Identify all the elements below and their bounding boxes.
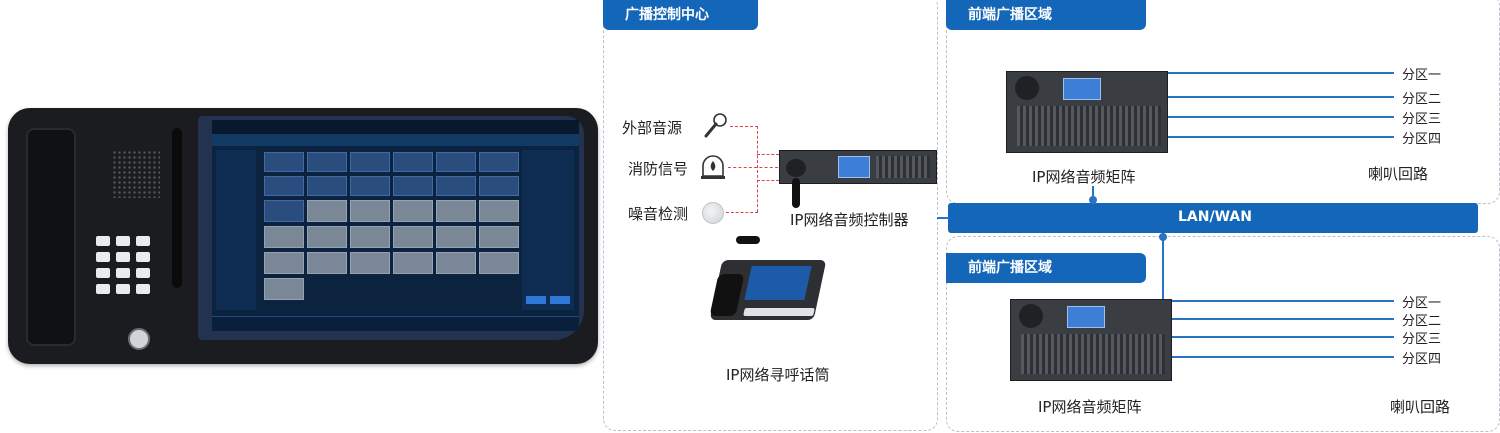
speaker-grille <box>112 150 160 198</box>
handset <box>26 128 76 346</box>
zone-top-2: 分区二 <box>1402 88 1441 107</box>
controller-to-network-line <box>937 217 949 219</box>
signal-line-fire <box>728 167 778 168</box>
matrix-top-label: IP网络音频矩阵 <box>1032 166 1135 187</box>
paging-mic-gooseneck <box>736 236 760 244</box>
console-screen <box>212 120 579 331</box>
zone-bottom-1: 分区一 <box>1402 292 1441 311</box>
zone-top-title: 前端广播区域 <box>946 0 1146 30</box>
console-knob <box>128 328 150 350</box>
zone-bottom-3: 分区三 <box>1402 328 1441 347</box>
controller-label: IP网络音频控制器 <box>790 209 908 230</box>
speaker-top-label: 喇叭回路 <box>1368 163 1428 184</box>
controller-gooseneck <box>792 178 800 208</box>
noise-sensor-icon <box>702 202 724 224</box>
gooseneck-mic <box>172 128 182 288</box>
input-label-fire-signal: 消防信号 <box>628 158 688 179</box>
matrix-bottom-to-network <box>1162 233 1164 299</box>
zone-top-1: 分区一 <box>1402 64 1441 83</box>
signal-line-noise <box>726 212 758 213</box>
matrix-bottom-label: IP网络音频矩阵 <box>1038 396 1141 417</box>
input-label-external-audio: 外部音源 <box>622 117 682 138</box>
signal-line-external-audio <box>730 126 758 127</box>
speaker-bottom-label: 喇叭回路 <box>1390 396 1450 417</box>
audio-matrix-bottom <box>1010 299 1172 381</box>
audio-matrix-top <box>1006 71 1168 153</box>
network-label: LAN/WAN <box>1178 209 1252 225</box>
microphone-icon <box>702 112 728 140</box>
zone-bottom-4: 分区四 <box>1402 348 1441 367</box>
zone-bottom-2: 分区二 <box>1402 310 1441 329</box>
paging-mic-device <box>710 256 830 328</box>
input-label-noise-detection: 噪音检测 <box>628 203 688 224</box>
zone-top-3: 分区三 <box>1402 108 1441 127</box>
zone-top-4: 分区四 <box>1402 128 1441 147</box>
paging-mic-label: IP网络寻呼话筒 <box>726 364 829 385</box>
fire-alarm-icon <box>700 152 726 180</box>
zone-bottom-title: 前端广播区域 <box>946 253 1146 283</box>
audio-controller-device <box>779 150 937 184</box>
keypad <box>96 236 168 296</box>
control-center-title: 广播控制中心 <box>603 0 758 30</box>
